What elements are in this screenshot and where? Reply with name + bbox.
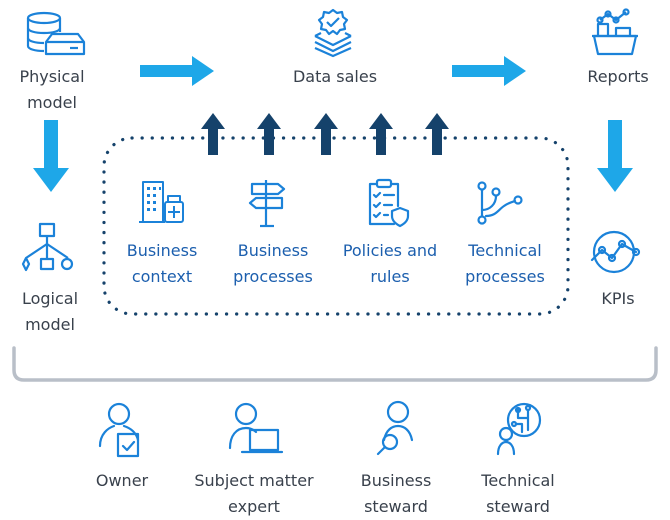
arrow-right-2 <box>452 56 526 86</box>
logical-model-label: Logical model <box>21 289 79 334</box>
arrow-up-4 <box>369 113 393 155</box>
arrow-down-left <box>33 120 69 192</box>
technical-steward-icon <box>496 402 542 456</box>
arrow-down-right <box>597 120 633 192</box>
clipboard-checklist-icon <box>368 178 410 228</box>
dotted-group-border <box>102 136 570 316</box>
business-context-label: Business context <box>126 241 198 286</box>
business-steward-icon <box>376 400 414 456</box>
arrow-up-1 <box>201 113 225 155</box>
process-flow-icon <box>477 181 523 225</box>
data-sales-label: Data sales <box>292 67 378 86</box>
technical-steward-label: Technical steward <box>481 471 555 516</box>
policies-and-rules-label: Policies and rules <box>342 241 438 286</box>
reports-box-icon <box>592 8 638 56</box>
reports-label: Reports <box>587 67 649 86</box>
technical-processes-label: Technical processes <box>465 241 545 286</box>
arrow-up-2 <box>257 113 281 155</box>
owner-label: Owner <box>95 471 149 490</box>
business-steward-label: Business steward <box>360 471 432 516</box>
expert-laptop-icon <box>228 402 284 454</box>
kpi-chart-icon <box>590 230 641 274</box>
signpost-icon <box>248 180 286 228</box>
business-processes-label: Business processes <box>233 241 313 286</box>
arrow-up-3 <box>314 113 338 155</box>
arrow-right-1 <box>140 56 214 86</box>
data-layers-icon <box>314 8 352 58</box>
owner-icon <box>98 402 140 458</box>
kpis-label: KPIs <box>601 289 635 308</box>
physical-model-label: Physical model <box>19 67 85 112</box>
subject-matter-expert-label: Subject matter expert <box>194 471 314 516</box>
hierarchy-icon <box>21 222 74 272</box>
arrow-up-5 <box>425 113 449 155</box>
roles-bracket <box>12 346 658 382</box>
database-server-icon <box>26 11 86 56</box>
buildings-icon <box>139 181 184 223</box>
